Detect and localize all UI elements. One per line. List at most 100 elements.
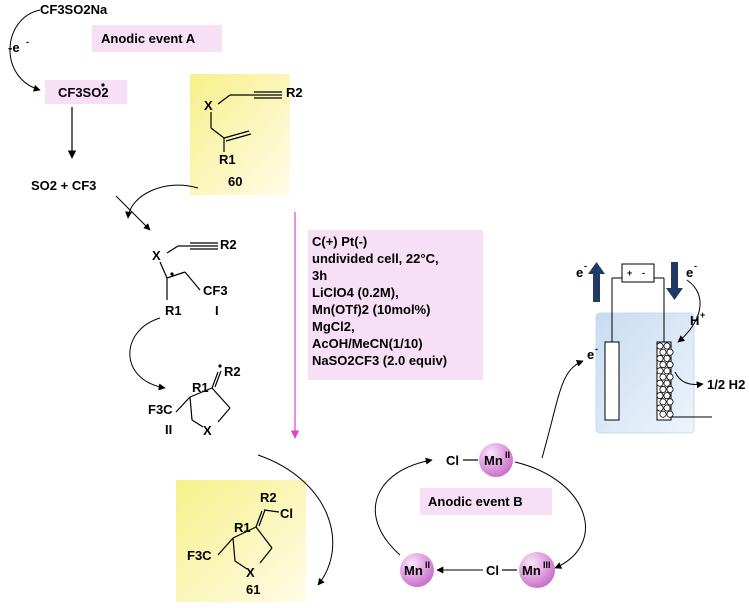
arrow-to-I <box>115 195 151 231</box>
bubble <box>656 354 664 362</box>
anodic-event-b-text: Anodic event B <box>428 494 523 509</box>
bubble <box>656 392 664 400</box>
mn-iii-ox: III <box>543 560 551 570</box>
intermediate-II-structure <box>175 370 231 428</box>
condition-line: LiClO4 (0.2M), <box>312 285 399 300</box>
mn-cycle-arc-left <box>374 457 433 556</box>
cl-mn-iii-cl: Cl <box>486 563 499 578</box>
bubble <box>659 398 667 406</box>
product-x: X <box>246 565 255 580</box>
power-supply <box>621 263 655 283</box>
electron-right-sup: - <box>694 261 697 271</box>
electron-left-text: e <box>576 265 583 280</box>
proton-arrow <box>677 279 701 343</box>
addition-arrow <box>125 184 199 219</box>
intermediate-I-r1: R1 <box>165 303 182 318</box>
electron-anode-sup: - <box>595 344 598 354</box>
anode-electrode <box>604 341 620 421</box>
intermediate-I-radical-dot <box>170 272 174 276</box>
bubble <box>663 392 671 400</box>
intermediate-II-r1: R1 <box>192 380 209 395</box>
mn-ii-free-ox: II <box>425 560 430 570</box>
electron-left-sup: - <box>584 261 587 271</box>
bubble <box>659 410 667 418</box>
radical-dot <box>101 83 105 87</box>
condition-line: AcOH/MeCN(1/10) <box>312 336 423 351</box>
bubble <box>666 348 674 356</box>
power-minus: - <box>642 268 645 278</box>
product-f3c: F3C <box>187 548 212 563</box>
bubble <box>666 385 674 393</box>
intermediate-II-x: X <box>203 423 212 438</box>
intermediate-II-r2: R2 <box>224 364 241 379</box>
bubble <box>663 404 671 412</box>
product-r1: R1 <box>234 520 251 535</box>
intermediate-II-radical-dot <box>218 364 222 368</box>
hydrogen-bubbles <box>656 342 674 418</box>
product-box <box>176 480 306 602</box>
mn-ii-ox: II <box>505 450 510 460</box>
substrate-label: 60 <box>228 174 242 189</box>
mn-cycle-arc-right <box>514 461 586 569</box>
intermediate-II-f3c: F3C <box>148 402 173 417</box>
mn-iii-sphere <box>519 552 555 588</box>
mn-iii-text: Mn <box>522 563 541 578</box>
oxidation-arrow <box>9 9 41 92</box>
bubble <box>663 367 671 375</box>
electron-up-arrow <box>588 262 605 302</box>
condition-line: Mn(OTf)2 (10mol%) <box>312 302 430 317</box>
condition-line: undivided cell, 22°C, <box>312 251 439 266</box>
substrate-r2: R2 <box>286 85 303 100</box>
intermediate-I-cf3: CF3 <box>203 283 228 298</box>
bubble <box>666 361 674 369</box>
substrate-60-structure <box>210 91 282 152</box>
sulfinate-text: CF3SO2Na <box>40 2 108 17</box>
intermediate-I-label: I <box>215 303 219 318</box>
bubble <box>666 398 674 406</box>
cyclization-arrow <box>129 317 166 391</box>
bubble <box>659 373 667 381</box>
bubble <box>656 342 664 350</box>
intermediate-I-x: X <box>152 248 161 263</box>
bubble <box>656 367 664 375</box>
mn-ii-free-sphere <box>400 553 434 587</box>
electron-down-arrow <box>666 262 683 300</box>
power-plus: + <box>627 268 632 278</box>
radical-box <box>45 80 127 104</box>
hydrogen-text: 1/2 H2 <box>707 377 745 392</box>
anodic-event-b-box <box>420 488 552 515</box>
substrate-r1: R1 <box>219 152 236 167</box>
bubble <box>659 385 667 393</box>
mn-ii-free-text: Mn <box>404 563 423 578</box>
product-label: 61 <box>246 582 260 597</box>
hydrogen-arrow <box>674 371 704 389</box>
electron-loss-sup: - <box>26 37 29 47</box>
bubble <box>656 404 664 412</box>
bubble <box>659 348 667 356</box>
bubble <box>663 342 671 350</box>
intermediate-I-structure <box>159 242 218 300</box>
bubble <box>659 361 667 369</box>
mn-ii-text: Mn <box>484 453 503 468</box>
mn-to-cell-arrow <box>541 360 584 459</box>
product-r2: R2 <box>260 490 277 505</box>
chlorination-arrow <box>257 454 334 586</box>
substrate-x: X <box>204 98 213 113</box>
bubble <box>663 354 671 362</box>
condition-line: MgCl2, <box>312 319 355 334</box>
intermediate-I-r2: R2 <box>220 237 237 252</box>
condition-line: 3h <box>312 268 327 283</box>
product-cl: Cl <box>280 506 293 521</box>
proton-text: H <box>690 313 699 328</box>
product-61-structure <box>217 509 280 570</box>
bubble <box>666 410 674 418</box>
anodic-event-a-text: Anodic event A <box>101 31 196 46</box>
bubble <box>656 379 664 387</box>
bubble <box>663 379 671 387</box>
mn-ii-sphere <box>479 443 513 477</box>
bubble <box>666 373 674 381</box>
substrate-box <box>190 74 290 195</box>
proton-sup: + <box>700 310 705 320</box>
intermediate-II-label: II <box>165 422 172 437</box>
